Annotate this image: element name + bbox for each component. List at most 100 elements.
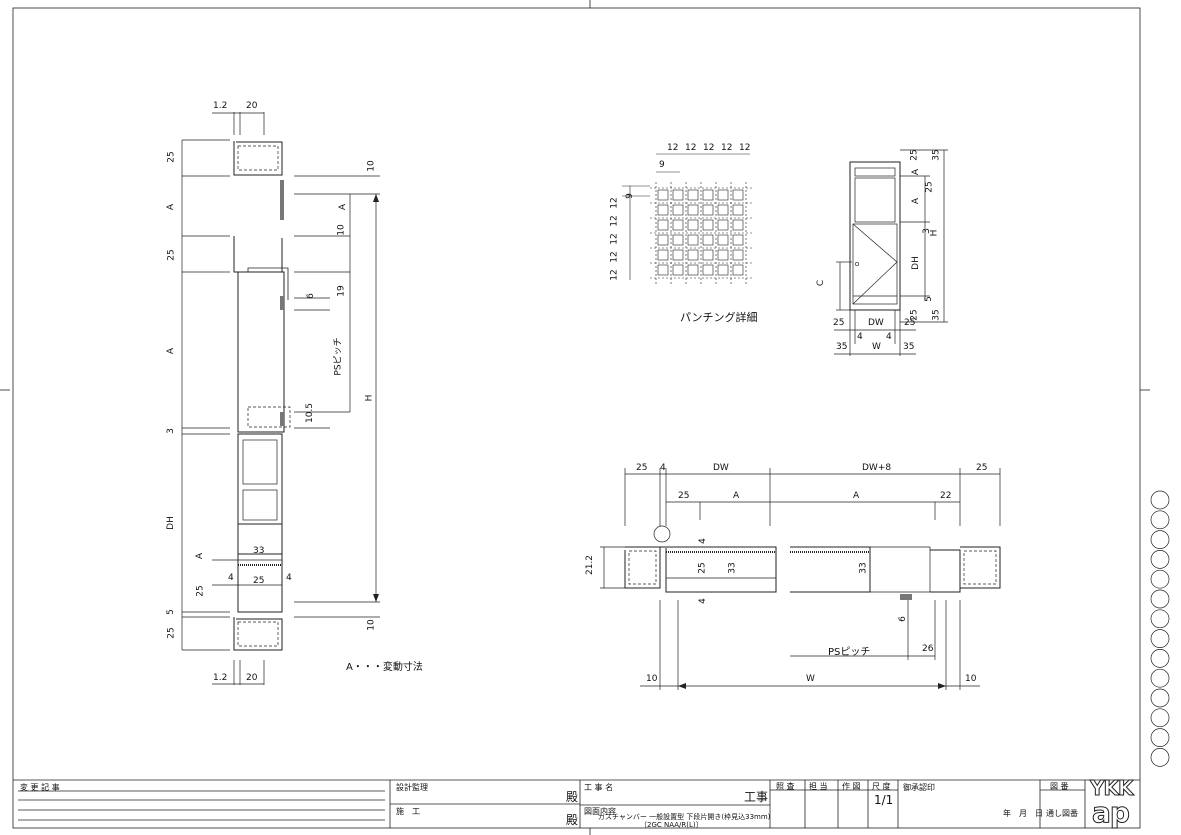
elev-right-dim-a1: A: [911, 168, 922, 176]
punch-hole: [672, 189, 684, 201]
punching-detail-caption: パンチング詳細: [680, 311, 758, 324]
plan-inner-4a: 4: [697, 538, 708, 544]
punch-hole: [702, 249, 714, 261]
elev-right-dim-35a: 35: [931, 149, 942, 161]
side-top-dim-2: 20: [246, 101, 258, 111]
ykk-logo-bottom: ap: [1092, 796, 1131, 830]
plan-ps-pitch: PSピッチ: [828, 647, 871, 658]
side-right-dim-4: 6: [305, 293, 316, 299]
revision-circle: [1150, 530, 1170, 549]
revision-circle: [1150, 728, 1170, 747]
elev-bottom-25b: 25: [904, 318, 916, 328]
side-right-dim-2: A: [338, 203, 349, 211]
title-block-frame: [13, 779, 1140, 828]
side-left-dim-2: A: [166, 203, 177, 211]
punch-hole: [657, 264, 669, 276]
plan-bottom-w: W: [806, 674, 815, 684]
revision-circle-column: [1150, 490, 1170, 767]
punch-top-dim-3: 12: [703, 143, 715, 153]
side-inner-dim-4b: 4: [286, 573, 292, 583]
revision-header: 変 更 記 事: [20, 783, 60, 792]
punch-top-dim-5: 12: [739, 143, 751, 153]
punch-hole: [732, 204, 744, 216]
drawing-content-line1: ガスチャンバー 一般設置型 下段片開き(枠見込33mm): [598, 813, 771, 821]
elev-right-dim-25a: 25: [909, 149, 920, 161]
punch-left-dim-4: 12: [609, 233, 620, 245]
punch-hole: [732, 189, 744, 201]
punch-hole: [732, 219, 744, 231]
punch-hole: [732, 264, 744, 276]
plan-ps-value: 26: [922, 644, 934, 654]
revision-circle: [1150, 708, 1170, 728]
plan-bottom-10a: 10: [646, 674, 658, 684]
punch-hole: [657, 219, 669, 231]
plan-top-dw: DW: [713, 463, 729, 473]
punch-hole: [657, 249, 669, 261]
punch-hole: [672, 219, 684, 231]
punching-holes: [650, 182, 752, 284]
project-suffix: 工事: [744, 790, 769, 804]
variable-dimension-note: A・・・変動寸法: [346, 662, 423, 673]
side-inner-dim-33: 33: [253, 546, 265, 556]
side-ps-pitch-label: PSピッチ: [333, 337, 344, 376]
side-section-drawing: [181, 112, 380, 685]
side-left-dim-1: 25: [166, 151, 177, 163]
punch-left-dim-1: 9: [624, 193, 635, 199]
punch-top-small: 9: [659, 160, 665, 170]
punch-hole: [687, 234, 699, 246]
punch-top-dim-4: 12: [721, 143, 733, 153]
side-left-dim-5: 3: [165, 428, 176, 434]
elev-right-dim-h: H: [929, 229, 940, 237]
elev-bottom-4b: 4: [886, 332, 892, 342]
elev-right-dim-dh: DH: [910, 256, 921, 270]
revision-circle: [1150, 490, 1170, 510]
side-left-dim-4: A: [166, 347, 177, 355]
side-left-dim-6: DH: [165, 516, 176, 530]
punch-hole: [702, 264, 714, 276]
punch-hole: [687, 219, 699, 231]
side-left-dim-7: A: [195, 552, 206, 560]
plan-inner-33b: 33: [858, 562, 869, 574]
design-supervision-label: 設計監理: [396, 783, 428, 792]
honorific-1: 殿: [566, 790, 579, 804]
punching-grid: [622, 153, 750, 280]
punch-hole: [717, 264, 729, 276]
punch-hole: [732, 249, 744, 261]
side-inner-dim-25: 25: [253, 576, 265, 586]
punch-hole: [687, 204, 699, 216]
punch-hole: [717, 219, 729, 231]
elev-bottom-35b: 35: [903, 342, 915, 352]
side-bottom-dim-2: 20: [246, 673, 258, 683]
revision-circle: [1150, 748, 1170, 767]
scale-value: 1/1: [874, 793, 894, 807]
side-right-dim-6: 10.5: [305, 402, 316, 424]
punch-hole: [672, 264, 684, 276]
punch-hole: [702, 204, 714, 216]
date-label: 年 月 日: [1003, 809, 1043, 818]
side-left-dim-9: 5: [165, 609, 176, 615]
elev-left-label-c: C: [816, 279, 827, 287]
punch-hole: [717, 249, 729, 261]
side-right-dim-7: 10: [366, 619, 377, 631]
approval-label: 御承認印: [903, 783, 935, 792]
side-inner-dim-4a: 4: [228, 573, 234, 583]
plan-top2-25: 25: [678, 491, 690, 501]
plan-inner-25: 25: [697, 562, 708, 574]
serial-number-label: 通し図番: [1046, 809, 1078, 818]
plan-inner-4b: 4: [697, 598, 708, 604]
revision-circle: [1150, 589, 1170, 609]
side-left-dim-3: 25: [166, 249, 177, 261]
punch-top-dim-1: 12: [667, 143, 679, 153]
punch-hole: [672, 234, 684, 246]
punch-hole: [717, 234, 729, 246]
elev-bottom-4a: 4: [857, 332, 863, 342]
punch-hole: [687, 264, 699, 276]
plan-top2-a2: A: [853, 491, 860, 501]
sheet-border: [12, 7, 1141, 829]
plan-top2-a1: A: [733, 491, 740, 501]
elev-right-dim-35b: 35: [931, 309, 942, 321]
revision-circle: [1150, 510, 1170, 530]
plan-top-25a: 25: [636, 463, 648, 473]
header-charge: 担 当: [809, 782, 828, 791]
plan-top-dw8: DW+8: [862, 463, 892, 473]
